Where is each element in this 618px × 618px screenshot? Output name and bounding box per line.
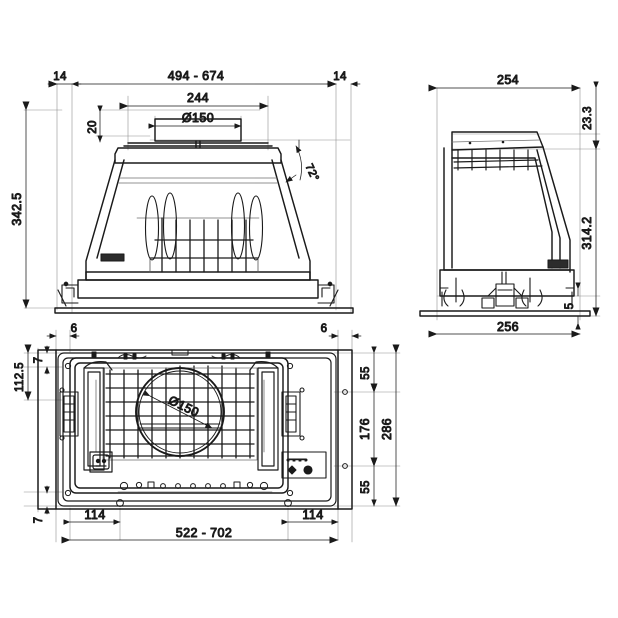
dim-plan-hole-right-text: 114	[302, 508, 323, 522]
dim-front-overall-height-text: 342.5	[10, 192, 24, 225]
front-filter-fins	[149, 217, 259, 273]
dim-front-left-edge-text: 14	[53, 71, 67, 83]
front-elevation-view: 494 - 674 14 14 244 Ø150 20	[10, 69, 361, 314]
plan-top-latches	[91, 349, 271, 360]
dim-plan-duct-leader	[142, 390, 213, 429]
dim-plan-right-stack	[370, 344, 400, 507]
front-inner-lines	[118, 177, 278, 219]
plan-filter-frame-lines	[95, 367, 265, 461]
dim-front-angle-leader	[285, 139, 302, 183]
dim-plan-right-center-text: 176	[358, 418, 372, 440]
dim-side-top-width-text: 254	[497, 73, 519, 87]
dim-side-body-height-text: 314.2	[580, 216, 594, 249]
dim-plan-overall-depth-text: 286	[380, 418, 394, 440]
dim-plan-right-offset-text: 6	[321, 323, 328, 335]
bottom-plan-view: 6 6 7 112.5 7 55 176 55 286	[14, 323, 401, 544]
front-filter-frame	[149, 257, 259, 273]
front-body-outline	[54, 118, 354, 314]
dim-plan-left-vertical-text: 112.5	[14, 362, 26, 392]
plan-bottom-fastener-row	[117, 481, 273, 493]
dim-side-bottom-width-text: 256	[497, 320, 519, 334]
dim-side-flange-height-text: 5	[564, 303, 576, 310]
plan-power-socket	[89, 451, 113, 473]
front-mounting-brackets	[57, 281, 339, 307]
dim-front-overall-width-text: 494 - 674	[168, 69, 224, 83]
side-right-block	[547, 259, 569, 269]
plan-outer-frame	[37, 349, 353, 510]
side-top-detail-lines	[451, 139, 541, 145]
dim-plan-right-bottom-gap-text: 55	[360, 480, 372, 494]
side-bottom-mechanism	[439, 271, 575, 309]
dim-plan-right-top-gap-text: 55	[360, 366, 372, 380]
plan-extension-lines	[23, 329, 401, 543]
plan-left-hinge-block	[59, 387, 79, 441]
side-elevation-view: 254 23.3 314.2 5 256	[419, 73, 601, 338]
dim-front-duct-diameter-text: Ø150	[182, 111, 214, 125]
plan-right-housing	[249, 361, 279, 471]
side-extension-lines	[436, 87, 601, 321]
dim-front-right-edge-text: 14	[333, 71, 347, 83]
dim-front-top-plate-width-text: 244	[187, 91, 209, 105]
dim-plan-inset-top-text: 7	[33, 357, 45, 364]
dim-front-duct-height-text: 20	[87, 120, 99, 134]
dim-plan-hole-left-text: 114	[84, 508, 105, 522]
plan-right-hinge-block	[281, 387, 305, 441]
front-left-plate	[100, 253, 125, 262]
side-top-fins	[453, 149, 543, 171]
dim-plan-left-offset-text: 6	[71, 323, 78, 335]
dim-plan-inset-bottom-text: 7	[33, 517, 45, 524]
plan-control-panel	[281, 451, 327, 479]
side-body-outline	[419, 131, 591, 317]
plan-corner-holes	[64, 362, 348, 507]
dim-front-angle-text: 72°	[303, 162, 321, 183]
dim-plan-overall-width-text: 522 - 702	[176, 526, 232, 540]
dim-side-top-height-text: 23.3	[582, 106, 594, 130]
